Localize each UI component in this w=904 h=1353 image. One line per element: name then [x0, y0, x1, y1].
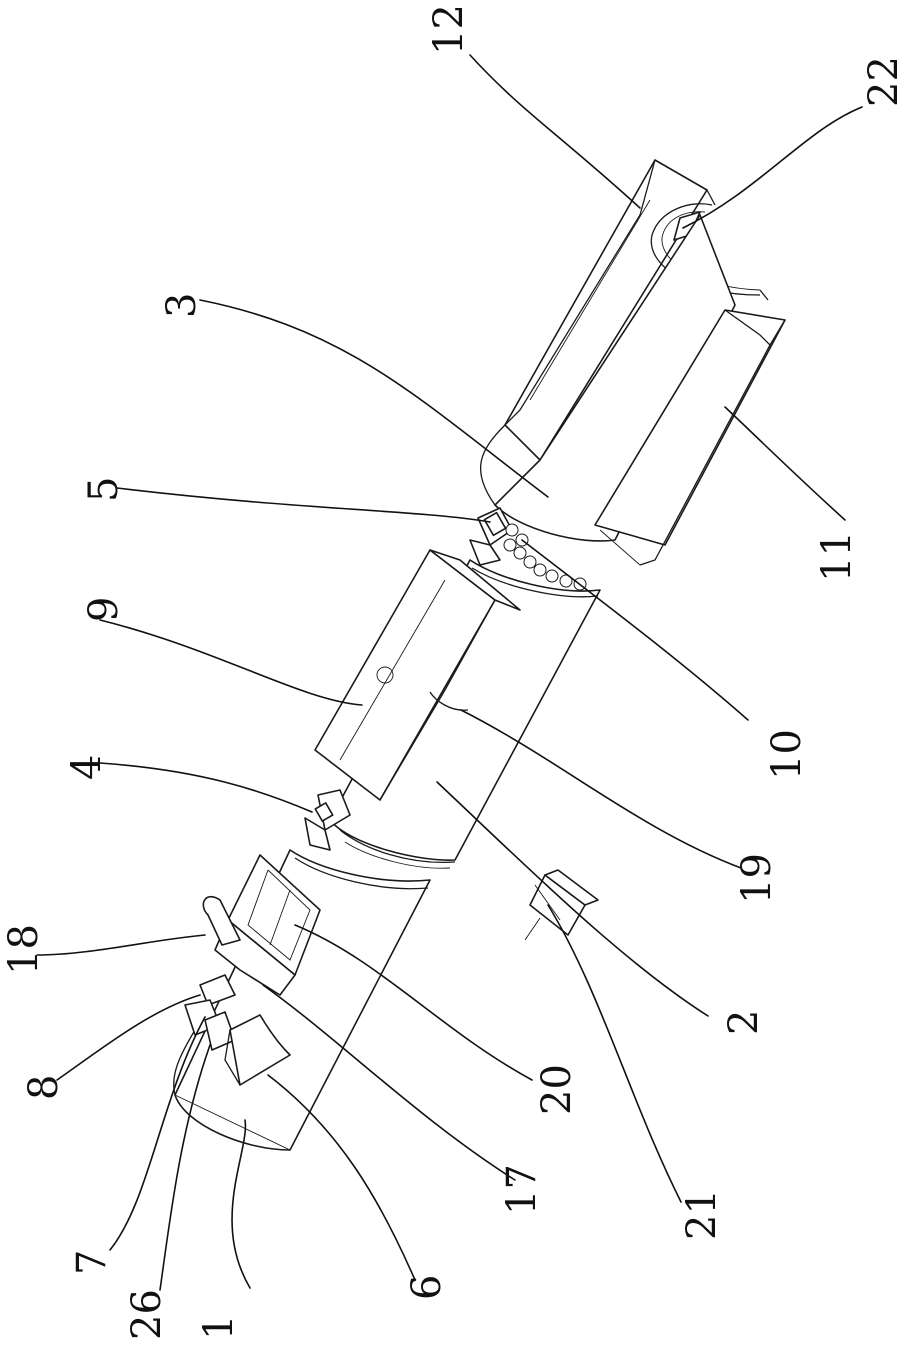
callout-22: 22 [861, 56, 904, 107]
callout-1: 1 [196, 1315, 242, 1340]
callout-17: 17 [499, 1164, 545, 1215]
callout-4: 4 [64, 755, 110, 780]
callout-7: 7 [69, 1250, 115, 1275]
callout-5: 5 [81, 477, 127, 502]
callout-3: 3 [159, 293, 205, 318]
callout-6: 6 [404, 1275, 450, 1300]
callout-8: 8 [21, 1075, 67, 1100]
upper-shell-assembly [481, 160, 785, 565]
middle-shell-assembly [305, 550, 600, 868]
callout-18: 18 [1, 924, 47, 975]
callout-19: 19 [734, 853, 780, 904]
callout-10: 10 [764, 729, 810, 780]
callout-9: 9 [81, 597, 127, 622]
callout-20: 20 [534, 1064, 580, 1115]
callout-11: 11 [814, 531, 860, 582]
callout-12: 12 [426, 4, 472, 55]
callout-2: 2 [721, 1010, 767, 1035]
callout-26: 26 [124, 1289, 170, 1340]
callout-21: 21 [679, 1189, 725, 1240]
